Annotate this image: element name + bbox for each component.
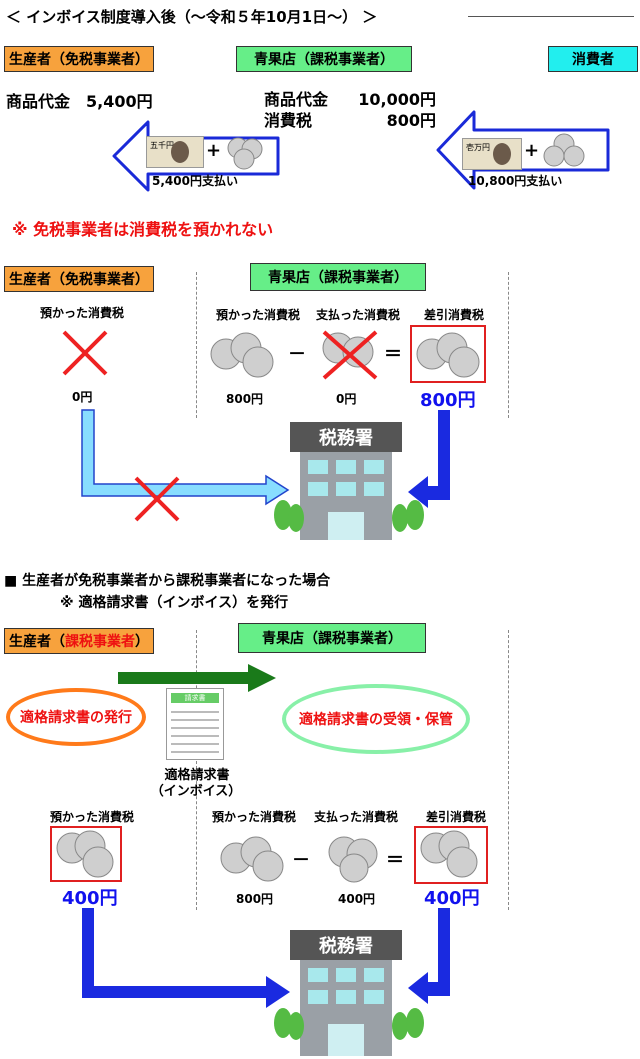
- diff-highlight-frame: [410, 325, 486, 383]
- diff-highlight-frame-3: [414, 826, 488, 884]
- grocer-goods-value: 10,000円: [358, 90, 436, 109]
- grocer-paid-label: 支払った消費税: [316, 308, 401, 322]
- coins-icon-paid-3: [328, 836, 378, 883]
- invoice-document-icon: 請求書: [166, 688, 224, 760]
- tree-icon: [288, 504, 304, 532]
- divider: [196, 630, 197, 910]
- portrait-icon: [171, 141, 189, 163]
- grocer-received-label: 預かった消費税: [216, 308, 301, 322]
- grocer-diff-label: 差引消費税: [424, 308, 485, 322]
- grocer-paid-amount-3: 400円: [338, 892, 376, 906]
- producer-amount-3: 400円: [62, 888, 118, 909]
- equals-sign: ＝: [384, 344, 402, 365]
- coins-icon-producer: [56, 830, 114, 878]
- tree-icon: [274, 500, 292, 530]
- tree-icon: [392, 1012, 408, 1040]
- tree-icon: [274, 1008, 292, 1038]
- portrait-icon: [493, 143, 511, 165]
- case-subheading: ※ 適格請求書（インボイス）を発行: [60, 595, 289, 611]
- coins-icon-received-3: [220, 836, 284, 882]
- page-title: ＜ インボイス制度導入後（～令和５年10月1日～） ＞: [6, 8, 378, 26]
- grocer-diff-amount-3: 400円: [424, 888, 480, 909]
- grocer-tax-value: 800円: [386, 111, 436, 130]
- tax-office-building: [300, 452, 392, 540]
- tax-office-building-3: [300, 960, 392, 1056]
- coins-icon-diff-3: [420, 830, 478, 878]
- producer-flow-arrow-icon-3: [82, 908, 290, 1008]
- grocer-diff-label-3: 差引消費税: [426, 810, 487, 824]
- producer-flow-arrow-icon: [81, 409, 290, 506]
- bill-icon-right: 壱万円: [462, 138, 522, 170]
- producer-label-3: 生産者（課税事業者）: [4, 628, 154, 654]
- divider: [508, 630, 509, 910]
- grocer-paid-amount: 0円: [336, 392, 357, 406]
- bill-icon-left: 五千円: [146, 136, 204, 168]
- producer-status: 課税事業者: [65, 634, 135, 650]
- invoice-flow-arrow-icon: [118, 664, 276, 692]
- left-payment-label: 5,400円支払い: [152, 174, 238, 188]
- invoice-caption-1: 適格請求書: [164, 768, 230, 783]
- tax-office-sign-3: 税務署: [290, 930, 402, 960]
- grocer-received-amount: 800円: [226, 392, 264, 406]
- right-payment-label: 10,800円支払い: [468, 174, 563, 188]
- grocer-flow-arrow-icon-3: [408, 908, 450, 1004]
- grocer-label-3: 青果店（課税事業者）: [238, 623, 426, 653]
- minus-sign-3: －: [292, 850, 310, 871]
- grocer-diff-amount: 800円: [420, 390, 476, 411]
- coins-icon-left: [227, 137, 263, 170]
- producer-goods: 商品代金 5,400円: [6, 92, 153, 111]
- coins-icon-right: [543, 133, 585, 167]
- issue-invoice-oval: 適格請求書の発行: [6, 688, 146, 746]
- bill-label: 壱万円: [466, 143, 490, 152]
- grocer-flow-arrow-icon: [408, 410, 450, 508]
- title-rule: [468, 16, 634, 17]
- grocer-label-2: 青果店（課税事業者）: [250, 263, 426, 291]
- divider: [508, 272, 509, 418]
- producer-received-label-3: 預かった消費税: [50, 810, 135, 824]
- producer-amount: 0円: [72, 390, 93, 404]
- tree-icon: [406, 500, 424, 530]
- consumer-label: 消費者: [548, 46, 638, 72]
- minus-sign: －: [288, 344, 306, 365]
- case-heading: ■ 生産者が免税事業者から課税事業者になった場合: [4, 573, 331, 589]
- producer-label-2: 生産者（免税事業者）: [4, 266, 154, 292]
- grocer-received-label-3: 預かった消費税: [212, 810, 297, 824]
- tax-office-sign: 税務署: [290, 422, 402, 452]
- receive-invoice-oval: 適格請求書の受領・保管: [282, 684, 470, 754]
- grocer-tax-label: 消費税: [264, 111, 313, 130]
- coins-icon-diff: [416, 332, 480, 378]
- producer-label: 生産者（免税事業者）: [4, 46, 154, 72]
- grocer-label: 青果店（課税事業者）: [236, 46, 412, 72]
- tree-icon: [406, 1008, 424, 1038]
- bill-label: 五千円: [150, 141, 174, 150]
- coins-icon-paid: [322, 330, 378, 380]
- producer-received-label: 預かった消費税: [40, 306, 125, 320]
- grocer-paid-label-3: 支払った消費税: [314, 810, 399, 824]
- producer-highlight-frame: [50, 826, 122, 882]
- grocer-received-amount-3: 800円: [236, 892, 274, 906]
- tree-icon: [392, 504, 408, 532]
- tree-icon: [288, 1012, 304, 1040]
- note-tax-exempt: ※ 免税事業者は消費税を預かれない: [12, 220, 274, 239]
- cross-icon: [62, 330, 108, 376]
- invoice-caption-2: （インボイス）: [150, 784, 242, 799]
- equals-sign-3: ＝: [386, 850, 404, 871]
- divider: [196, 272, 197, 418]
- coins-icon-received: [210, 332, 274, 378]
- cross-icon: [134, 476, 180, 522]
- grocer-goods-label: 商品代金: [264, 90, 329, 109]
